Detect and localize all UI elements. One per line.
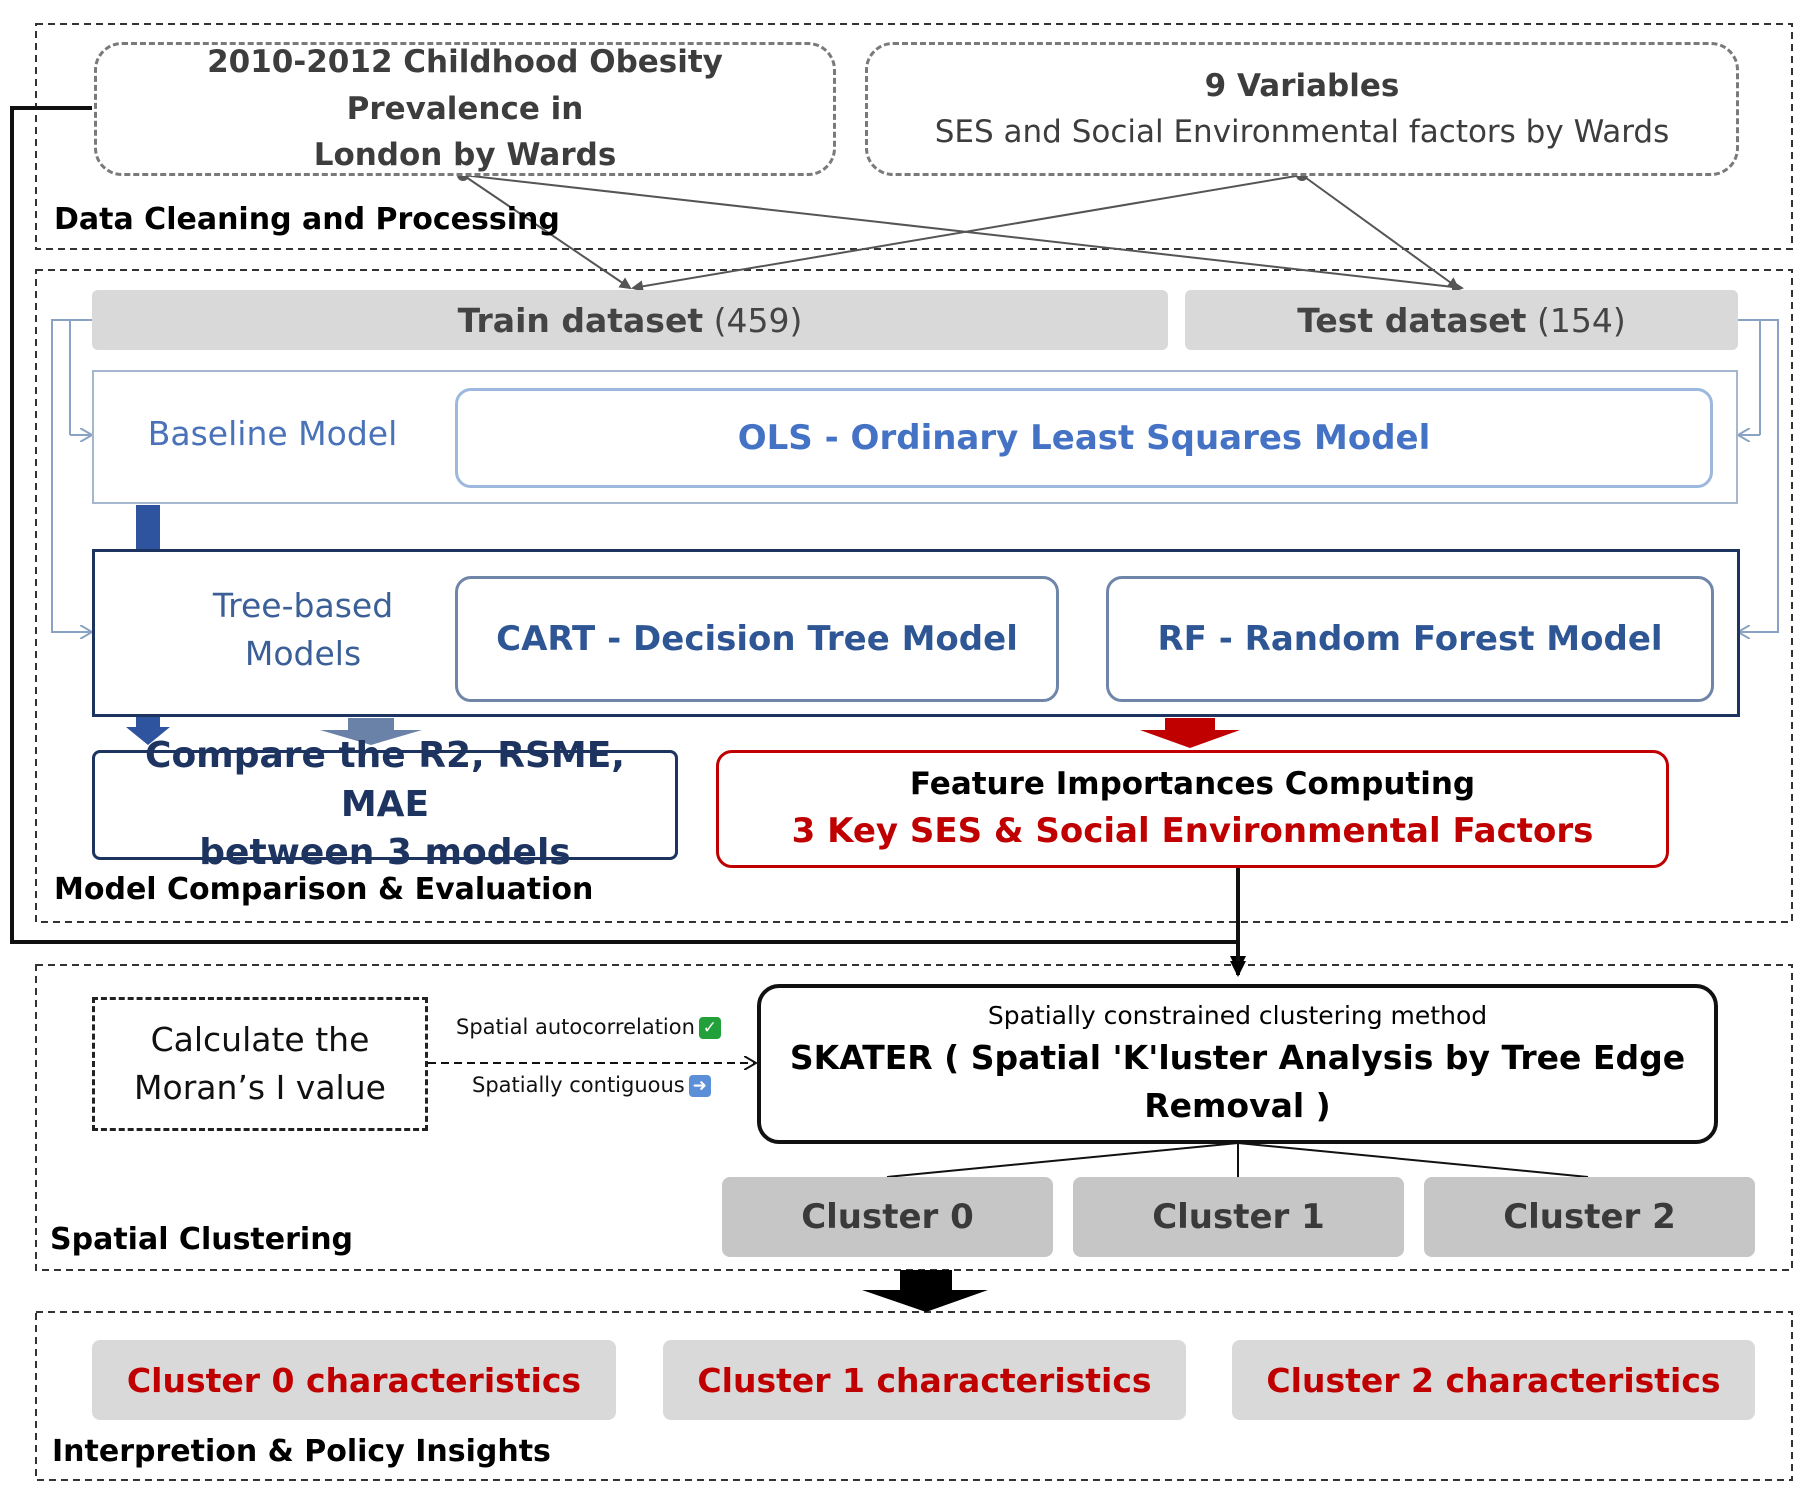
arrow-obesity-test xyxy=(462,174,1464,293)
baseline-model-label: Baseline Model xyxy=(147,414,398,453)
section-label-spatial: Spatial Clustering xyxy=(50,1222,354,1257)
tree-models-label-line1: Tree-based xyxy=(212,586,394,625)
section-label-interp: Interpretion & Policy Insights xyxy=(52,1434,551,1469)
compare-line1: Compare the R2, RSME, MAE xyxy=(145,735,625,825)
check-icon: ✓ xyxy=(698,1017,721,1039)
cluster-box: Cluster 0 xyxy=(722,1177,1053,1257)
variables-source-line1: 9 Variables xyxy=(1204,67,1400,104)
rf-to-feature-arrow xyxy=(1140,718,1240,748)
obesity-data-source: 2010-2012 Childhood Obesity Prevalence i… xyxy=(94,42,836,176)
tree-models-label-line2: Models xyxy=(244,633,362,673)
arrow-variables-test xyxy=(1301,174,1460,290)
moran-box: Calculate the Moran’s I value xyxy=(92,997,428,1131)
skater-to-cluster2 xyxy=(1237,1142,1589,1178)
cluster-characteristics-box: Cluster 0 characteristics xyxy=(92,1340,616,1420)
edge-label-autocorrelation: Spatial autocorrelation✓ xyxy=(456,1015,721,1039)
cluster-characteristics-box: Cluster 1 characteristics xyxy=(663,1340,1186,1420)
feature-line2: 3 Key SES & Social Environmental Factors xyxy=(791,810,1594,851)
edge-label-contiguous-text: Spatially contiguous xyxy=(472,1073,685,1097)
moran-line1: Calculate the xyxy=(150,1020,370,1060)
skater-title-line1: SKATER ( Spatial 'K'luster Analysis by T… xyxy=(789,1038,1686,1078)
tree-models-label: Tree-based Models xyxy=(178,582,428,678)
section-label-data: Data Cleaning and Processing xyxy=(54,202,560,237)
edge-label-contiguous: Spatially contiguous➜ xyxy=(472,1073,711,1097)
test-dataset-label: Test dataset xyxy=(1297,300,1527,340)
train-bracket xyxy=(51,319,92,632)
rf-model-box: RF - Random Forest Model xyxy=(1106,576,1714,702)
edge-label-autocorrelation-text: Spatial autocorrelation xyxy=(456,1015,695,1039)
cart-model-box: CART - Decision Tree Model xyxy=(455,576,1059,702)
obesity-source-line1: 2010-2012 Childhood Obesity Prevalence i… xyxy=(207,44,723,127)
compare-line2: between 3 models xyxy=(199,832,571,874)
test-dataset-count: (154) xyxy=(1536,300,1626,340)
train-dataset-count: (459) xyxy=(713,300,803,340)
train-dataset-bar: Train dataset (459) xyxy=(92,290,1168,350)
cluster-characteristics-box: Cluster 2 characteristics xyxy=(1232,1340,1755,1420)
cluster-box: Cluster 1 xyxy=(1073,1177,1404,1257)
train-dataset-label: Train dataset xyxy=(457,300,704,340)
skater-box: Spatially constrained clustering method … xyxy=(757,984,1718,1144)
test-bracket xyxy=(1738,319,1779,632)
moran-line2: Moran’s I value xyxy=(134,1068,386,1107)
variables-source-line2: SES and Social Environmental factors by … xyxy=(934,114,1670,150)
spatial-to-interp-arrow xyxy=(862,1270,988,1312)
test-dataset-bar: Test dataset (154) xyxy=(1185,290,1738,350)
skater-title-line2: Removal ) xyxy=(1144,1086,1331,1126)
section-label-model: Model Comparison & Evaluation xyxy=(54,872,594,907)
cluster-box: Cluster 2 xyxy=(1424,1177,1755,1257)
variables-data-source: 9 Variables SES and Social Environmental… xyxy=(865,42,1739,176)
skater-subtitle: Spatially constrained clustering method xyxy=(987,1001,1488,1031)
feature-line1: Feature Importances Computing xyxy=(909,765,1476,802)
ols-model-box: OLS - Ordinary Least Squares Model xyxy=(455,388,1713,488)
arrow-variables-train xyxy=(631,174,1303,293)
feature-importance-box: Feature Importances Computing 3 Key SES … xyxy=(716,750,1669,868)
right-arrow-icon: ➜ xyxy=(688,1075,711,1097)
obesity-source-line2: London by Wards xyxy=(313,137,617,174)
compare-metrics-box: Compare the R2, RSME, MAE between 3 mode… xyxy=(92,735,678,873)
skater-to-cluster0 xyxy=(886,1142,1239,1178)
